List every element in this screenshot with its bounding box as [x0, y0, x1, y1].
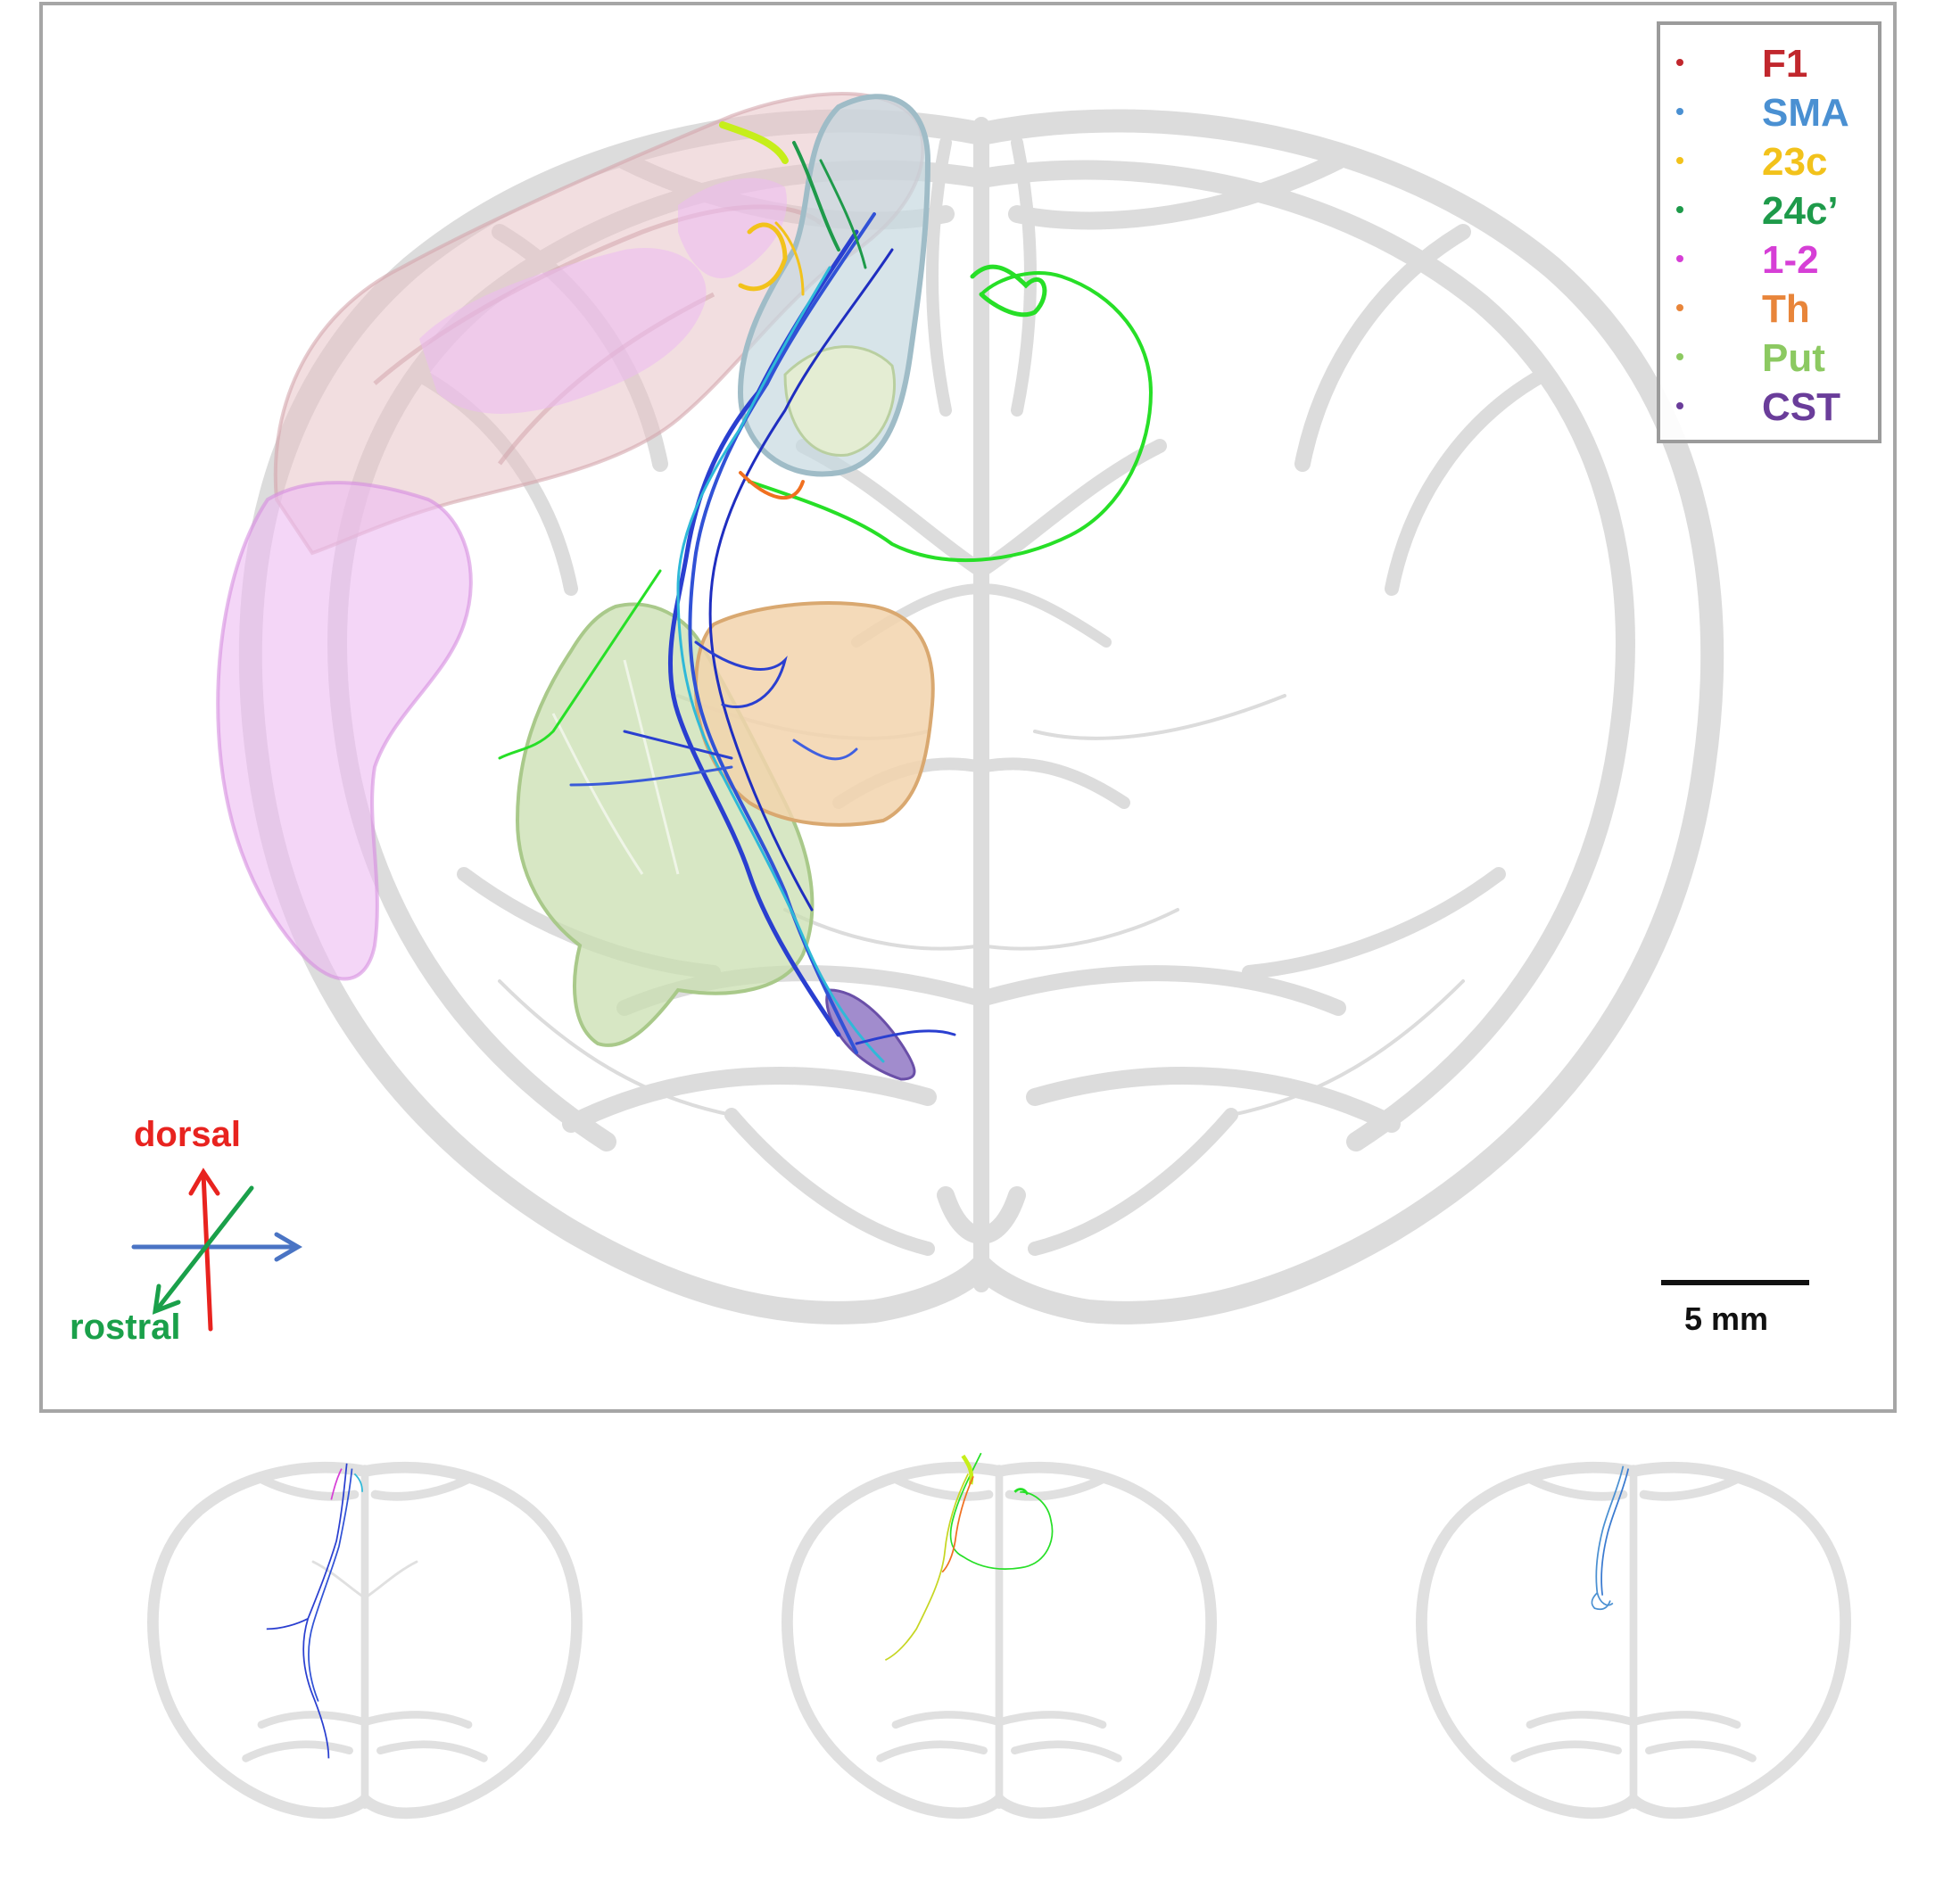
legend-dot-sma: [1676, 108, 1683, 115]
legend-label-put: Put: [1762, 336, 1825, 380]
legend-label-sma: SMA: [1762, 91, 1849, 135]
legend-item-1-2: 1-2: [1660, 235, 1878, 285]
legend-dot-24c: [1676, 206, 1683, 213]
scale-bar-label: 5 mm: [1684, 1300, 1769, 1337]
legend-dot-1-2: [1676, 255, 1683, 262]
orientation-axes: [131, 1168, 302, 1332]
thumbnail-right: [1416, 1461, 1851, 1820]
legend: F1 SMA 23c 24c’ 1-2 Th Put CST: [1657, 21, 1881, 443]
legend-label-1-2: 1-2: [1762, 238, 1819, 282]
legend-label-f1: F1: [1762, 42, 1808, 86]
legend-item-cst: CST: [1660, 383, 1878, 432]
legend-item-23c: 23c: [1660, 137, 1878, 186]
legend-item-24c: 24c’: [1660, 186, 1878, 235]
legend-label-24c: 24c’: [1762, 189, 1839, 233]
legend-item-f1: F1: [1660, 39, 1878, 88]
legend-dot-f1: [1676, 59, 1683, 66]
legend-item-put: Put: [1660, 334, 1878, 383]
legend-dot-th: [1676, 304, 1683, 311]
legend-item-sma: SMA: [1660, 88, 1878, 137]
legend-item-th: Th: [1660, 285, 1878, 334]
legend-dot-23c: [1676, 157, 1683, 164]
thalamus-volume: [693, 601, 935, 827]
legend-label-cst: CST: [1762, 385, 1840, 429]
thumbnail-middle: [782, 1452, 1217, 1820]
cst-endpoint: [825, 988, 916, 1081]
dorsal-axis-arrow: [201, 1171, 213, 1332]
axon-tracings-green: [498, 141, 1154, 760]
legend-label-th: Th: [1762, 287, 1810, 331]
rostral-axis-arrow: [154, 1185, 254, 1312]
dorsal-label: dorsal: [134, 1115, 242, 1154]
main-panel-frame: [39, 2, 1897, 1413]
legend-label-23c: 23c: [1762, 140, 1828, 184]
thumbnail-left: [147, 1461, 583, 1820]
axon-tracings-blue: [569, 212, 956, 1063]
axon-tracings-yellow-orange: [719, 121, 805, 499]
legend-dot-cst: [1676, 402, 1683, 409]
legend-dot-put: [1676, 353, 1683, 360]
rostral-label: rostral: [70, 1308, 181, 1347]
cortex-surface-violet: [216, 177, 787, 981]
